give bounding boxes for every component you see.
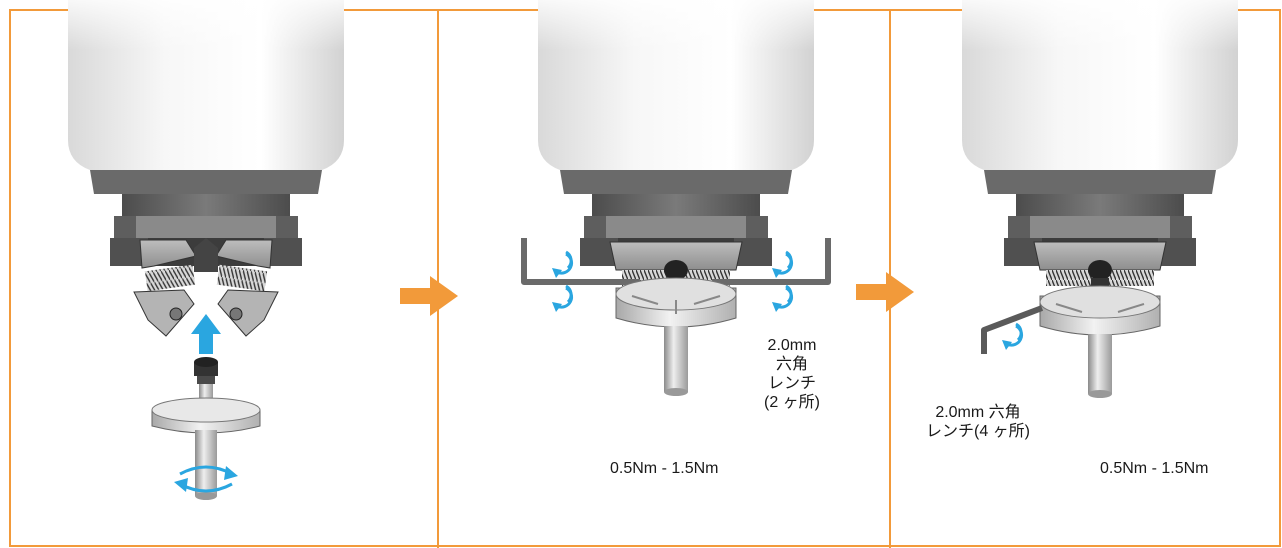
spindle-dome-icon <box>962 0 1238 266</box>
chuck-jaws-icon <box>133 238 279 337</box>
panel-3-wrench-label: 2.0mm 六角 レンチ(4 ヶ所) <box>925 404 1030 440</box>
rotate-arrow-icon <box>770 284 794 314</box>
chuck-jaws-icon <box>1033 241 1167 292</box>
spindle-dome-icon <box>68 0 344 266</box>
panel-2-torque: 0.5Nm - 1.5Nm <box>610 460 719 477</box>
insert-arrow-icon <box>191 314 221 354</box>
panel-2-wrench-label: 2.0mm 六角 レンチ (2 ヶ所) <box>763 337 820 411</box>
rotate-arrow-icon <box>550 284 574 314</box>
tool-disc-icon <box>151 357 261 500</box>
rotate-arrow-icon <box>550 250 574 280</box>
tool-disc-icon <box>615 277 737 396</box>
next-step-arrow-icon <box>856 272 914 312</box>
panel-2-diagram <box>521 0 831 396</box>
hex-wrench-pair-icon <box>521 238 831 285</box>
spindle-dome-icon <box>538 0 814 266</box>
panel-1-diagram <box>68 0 344 500</box>
panel-3-torque: 0.5Nm - 1.5Nm <box>1100 460 1209 477</box>
next-step-arrow-icon <box>400 276 458 316</box>
rotate-arrow-icon <box>174 465 238 493</box>
panel-3-diagram <box>962 0 1238 398</box>
rotate-arrow-icon <box>770 250 794 280</box>
hex-wrench-icon <box>981 305 1044 354</box>
rotate-arrow-icon <box>1000 322 1024 352</box>
tool-disc-icon <box>1039 285 1161 398</box>
